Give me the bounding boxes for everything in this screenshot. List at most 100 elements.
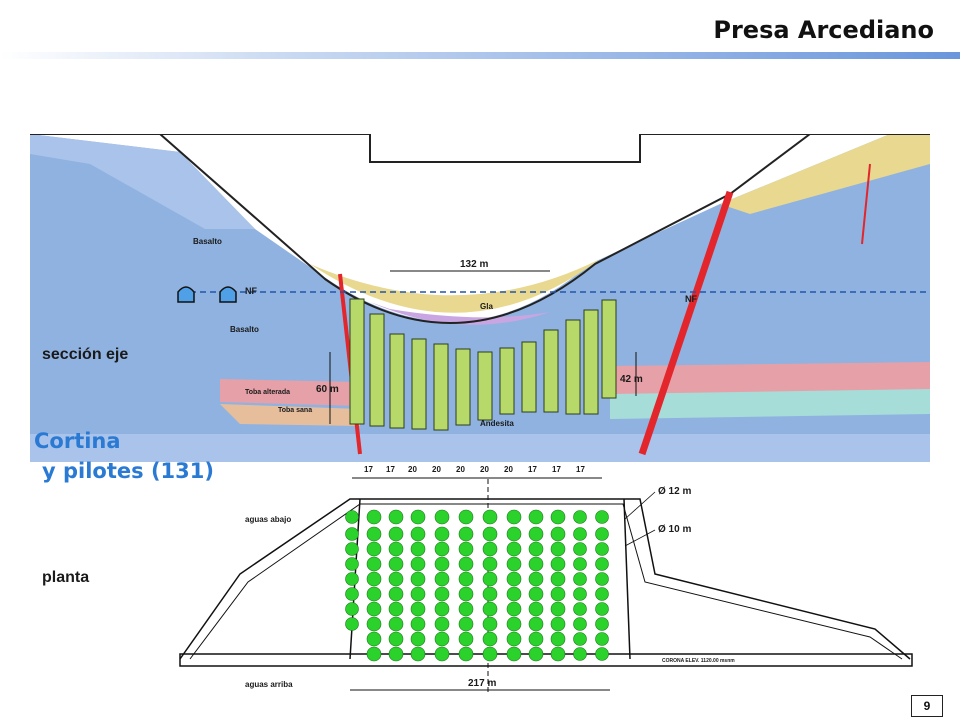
pile-circle xyxy=(528,556,544,572)
pile-circle xyxy=(458,556,474,572)
pile-circle xyxy=(434,509,450,525)
pile-circle xyxy=(434,586,450,602)
pile-circle xyxy=(573,557,587,571)
pile-circle xyxy=(528,646,544,662)
pile-circle xyxy=(595,572,609,586)
piles-section xyxy=(349,298,617,431)
pile-circle xyxy=(410,616,426,632)
pile-circle xyxy=(366,509,382,525)
pile-circle xyxy=(573,617,587,631)
tunnel-right xyxy=(219,286,237,303)
pile-circle xyxy=(345,572,359,586)
pile-circle xyxy=(550,556,566,572)
pile-circle xyxy=(595,557,609,571)
pile-circle xyxy=(573,632,587,646)
pile-circle xyxy=(410,586,426,602)
pile-circle xyxy=(595,632,609,646)
pile-circle xyxy=(388,571,404,587)
pile-circle xyxy=(434,616,450,632)
upstream-label: aguas arriba xyxy=(245,680,293,689)
label-toba-alterada: Toba alterada xyxy=(245,389,290,396)
pile-circle xyxy=(573,542,587,556)
pile-circle xyxy=(434,601,450,617)
diameter-12-label: Ø 12 m xyxy=(658,486,691,497)
water-label-nf: NF xyxy=(245,286,257,296)
pile-circle xyxy=(573,510,587,524)
pile-circle xyxy=(550,616,566,632)
pile-circle xyxy=(506,541,522,557)
depth-42-label: 42 m xyxy=(620,374,643,385)
pile-circle xyxy=(388,646,404,662)
pile-circle xyxy=(528,616,544,632)
depth-60-label: 60 m xyxy=(316,384,339,395)
pile-circle xyxy=(458,571,474,587)
label-gla: Gla xyxy=(480,302,493,311)
pile-circle xyxy=(388,586,404,602)
pile-circle xyxy=(410,509,426,525)
toba-alterada-layer xyxy=(220,379,360,406)
svg-text:17: 17 xyxy=(576,465,585,474)
label-toba-sana: Toba sana xyxy=(278,407,312,414)
pile-circle xyxy=(506,586,522,602)
pile-circle xyxy=(345,527,359,541)
svg-text:17: 17 xyxy=(364,465,373,474)
width-132-label: 132 m xyxy=(460,259,488,270)
fault-main xyxy=(638,190,734,456)
pile-circle xyxy=(550,526,566,542)
pile-circle xyxy=(595,527,609,541)
pile-circle xyxy=(482,631,498,647)
pile-circle xyxy=(366,526,382,542)
pile-circle xyxy=(388,556,404,572)
pile-circle xyxy=(482,541,498,557)
pile-circle xyxy=(366,616,382,632)
pile-circle xyxy=(550,646,566,662)
pile-circle xyxy=(345,587,359,601)
pile-circle xyxy=(434,541,450,557)
pile-circle xyxy=(458,541,474,557)
pile-circle xyxy=(550,541,566,557)
pile-circle xyxy=(528,571,544,587)
water-label-nf-right: NF xyxy=(685,294,697,304)
svg-text:17: 17 xyxy=(528,465,537,474)
pile-circle xyxy=(595,647,609,661)
pile-circle xyxy=(573,587,587,601)
gla-lens xyxy=(370,302,550,325)
pile-circle xyxy=(573,572,587,586)
pile-circle xyxy=(506,526,522,542)
pile-circle xyxy=(528,526,544,542)
pile-circle xyxy=(458,616,474,632)
pile-caption-line2: y pilotes (131) xyxy=(42,459,214,483)
pile-circle xyxy=(458,509,474,525)
pile-circle xyxy=(550,509,566,525)
pile-circle xyxy=(410,601,426,617)
section-label: sección eje xyxy=(42,346,128,363)
pile-circle xyxy=(388,616,404,632)
pile-circle xyxy=(388,509,404,525)
width-217-label: 217 m xyxy=(468,678,496,689)
pile-circle xyxy=(482,556,498,572)
pile-circle xyxy=(595,602,609,616)
pile-circle xyxy=(528,631,544,647)
pile-circle xyxy=(550,601,566,617)
svg-text:17: 17 xyxy=(386,465,395,474)
pile-circle xyxy=(482,601,498,617)
dam-crest-line xyxy=(30,134,930,163)
pile-circle xyxy=(528,601,544,617)
pile-circle xyxy=(482,646,498,662)
pile-circle xyxy=(528,586,544,602)
pile-circle xyxy=(528,541,544,557)
pile-circle xyxy=(482,571,498,587)
pile-circle xyxy=(595,587,609,601)
pile-caption-line1: Cortina xyxy=(34,429,121,453)
pile-circle xyxy=(550,586,566,602)
pile-circle xyxy=(506,631,522,647)
downstream-label: aguas abajo xyxy=(245,515,291,524)
pile-circle xyxy=(366,646,382,662)
pile-circle xyxy=(434,646,450,662)
pile-circle xyxy=(366,601,382,617)
page-title: Presa Arcediano xyxy=(713,16,934,44)
pile-circle xyxy=(506,556,522,572)
toba-sana-layer xyxy=(220,404,360,426)
pile-circle xyxy=(388,631,404,647)
pile-circle xyxy=(366,586,382,602)
